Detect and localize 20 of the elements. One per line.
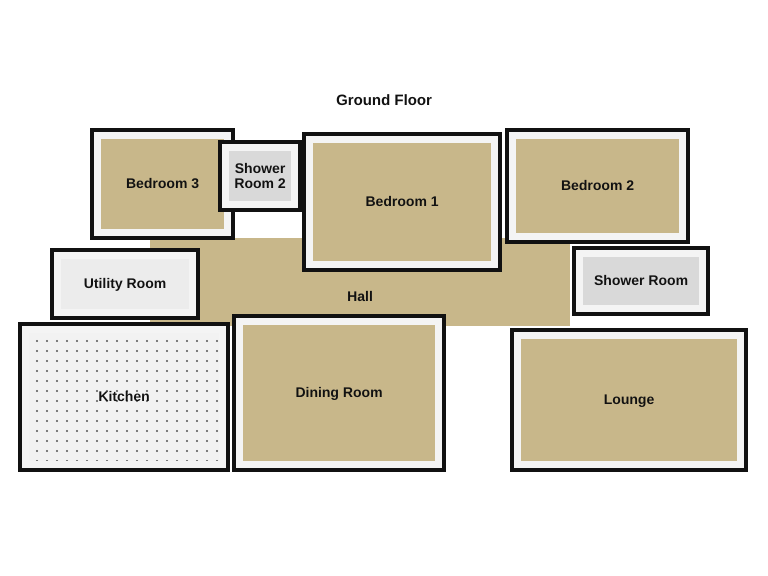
room-label: Dining Room: [294, 385, 384, 401]
room-floor: [18, 322, 230, 472]
room-label: Bedroom 1: [364, 194, 440, 210]
room-floor: [218, 140, 302, 212]
room-label: Bedroom 2: [560, 178, 636, 194]
room-floor: [90, 128, 235, 240]
room-floor: [302, 132, 502, 272]
room-label: Utility Room: [82, 276, 168, 292]
room-label: Shower Room 2: [233, 160, 287, 192]
room-label: Lounge: [602, 392, 656, 408]
room-floor: [50, 248, 200, 320]
room-floor: [232, 314, 446, 472]
room-label: Bedroom 3: [124, 176, 200, 192]
room-label: Hall: [346, 288, 374, 304]
room-label: Kitchen: [97, 389, 151, 405]
room-label: Shower Room: [592, 273, 690, 289]
room-floor: [510, 328, 748, 472]
room-floor: [572, 246, 710, 316]
floor-title: Ground Floor: [335, 92, 433, 109]
room-floor: [505, 128, 690, 244]
